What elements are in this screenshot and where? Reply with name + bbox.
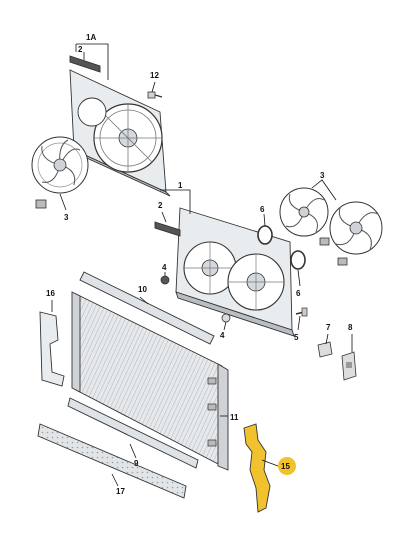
label-4-top: 4	[162, 263, 167, 272]
label-17: 17	[116, 487, 125, 496]
bolt-12	[147, 91, 163, 99]
seal-strip-10	[79, 271, 215, 345]
label-1a: 1A	[86, 33, 96, 42]
part-labels: 1A 2 12 3 1 2 3 6 4 10 16 4 6 5 7 8 11 9…	[46, 33, 353, 496]
label-6-bottom: 6	[296, 289, 301, 298]
fan-right-3b	[329, 201, 383, 266]
fan-shroud-1	[175, 207, 295, 337]
ring-6-lower	[290, 250, 306, 270]
label-3-left: 3	[64, 213, 69, 222]
label-5: 5	[294, 333, 299, 342]
label-3-right: 3	[320, 171, 325, 180]
seal-strip-mid	[154, 221, 181, 237]
label-8: 8	[348, 323, 353, 332]
label-16: 16	[46, 289, 55, 298]
clip-7	[317, 341, 333, 358]
nut-4-lower	[221, 313, 231, 323]
seal-strip-upper	[69, 55, 101, 73]
ring-6-upper	[257, 225, 273, 245]
fan-shroud-1a	[69, 69, 171, 197]
radiator-11	[71, 291, 229, 471]
callout-15-circle	[278, 457, 296, 475]
leader-lines	[51, 43, 353, 487]
label-11: 11	[230, 413, 239, 422]
screw-5	[295, 307, 308, 317]
label-6-top: 6	[260, 205, 265, 214]
label-9: 9	[134, 459, 139, 468]
label-1: 1	[178, 181, 183, 190]
label-2-top: 2	[78, 45, 83, 54]
label-15: 15	[281, 462, 290, 471]
label-12: 12	[150, 71, 159, 80]
nut-4-upper	[160, 275, 170, 285]
label-7: 7	[326, 323, 331, 332]
label-2-mid: 2	[158, 201, 163, 210]
air-guide-17	[37, 423, 187, 499]
air-guide-15-highlighted	[243, 423, 271, 513]
label-4-bottom: 4	[220, 331, 225, 340]
label-10: 10	[138, 285, 147, 294]
seal-strip-9	[67, 397, 199, 469]
fan-right-3a	[279, 187, 330, 246]
bracket-8	[341, 351, 357, 381]
fan-left-3	[31, 136, 89, 209]
air-guide-16	[39, 311, 65, 387]
